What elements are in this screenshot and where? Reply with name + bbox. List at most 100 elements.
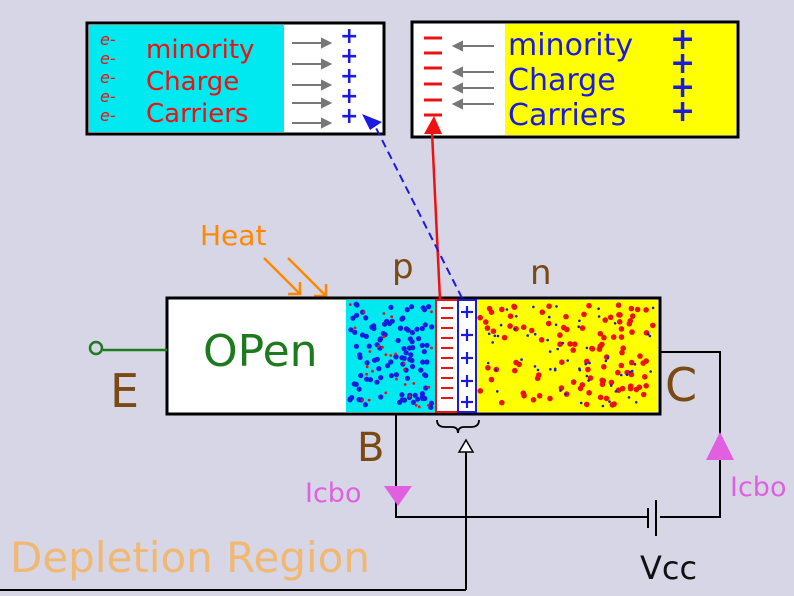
left-box-text: minority Charge Carriers (146, 34, 254, 130)
plus-sign: + (670, 46, 696, 81)
hole-dot (356, 397, 362, 403)
hole-dot (354, 302, 360, 308)
n-region-label: n (530, 253, 552, 293)
electron-dot (634, 306, 641, 313)
hole-dot (578, 367, 581, 371)
electron-dot (521, 392, 527, 399)
electron-dot (629, 329, 635, 335)
electron-dot (507, 313, 514, 320)
hole-dot (555, 305, 558, 308)
electron-dot (427, 385, 431, 389)
hole-dot (533, 332, 537, 336)
electron-dot (367, 398, 371, 402)
left-electron-list: e- e- e- e- e- (100, 30, 116, 125)
hole-dot (421, 349, 427, 355)
electron-dot (511, 303, 517, 310)
heat-arrows (263, 257, 328, 298)
open-label: OPen (203, 326, 318, 377)
electron-dot (609, 402, 616, 408)
hole-dot (423, 385, 429, 391)
hole-dot (358, 372, 364, 379)
electron-dot (427, 404, 430, 407)
hole-dot (378, 375, 384, 381)
hole-dot (424, 342, 430, 348)
emitter-label: E (110, 364, 140, 418)
electron-dot (484, 325, 491, 331)
electron-dot (615, 302, 622, 309)
hole-dot (548, 350, 552, 353)
hole-dot (414, 396, 421, 402)
hole-dot (398, 325, 404, 331)
electron-dot (599, 341, 605, 348)
electron-dot (348, 303, 352, 306)
electron-dot (539, 309, 546, 316)
depletion-layer (435, 299, 477, 413)
electron-dot (599, 381, 606, 388)
electron-dot (477, 314, 484, 321)
hole-dot (553, 367, 557, 371)
hole-dot (409, 339, 415, 345)
electron-dot (633, 386, 640, 393)
icbo-left-arrow (384, 486, 412, 506)
electron-dot (557, 341, 563, 348)
electron-dot (627, 318, 634, 324)
hole-dot (349, 395, 355, 401)
hole-dot (630, 369, 634, 373)
electron-dot (585, 366, 591, 373)
hole-dot (420, 359, 426, 365)
hole-dot (609, 384, 613, 387)
hole-dot (397, 399, 403, 405)
right-box-arrows (451, 40, 494, 110)
hole-dot (404, 375, 411, 381)
hole-dot (513, 327, 516, 331)
hole-dot (419, 325, 425, 332)
electron-dot (601, 334, 607, 341)
icbo-left-label: Icbo (305, 478, 362, 509)
hole-dot (579, 401, 583, 405)
icbo-right-label: Icbo (730, 472, 787, 503)
hole-dot (601, 404, 605, 408)
electron-dot (589, 345, 595, 352)
electron-dot (579, 325, 586, 331)
electron-dot (615, 369, 621, 376)
electron-dot (501, 334, 508, 341)
hole-dot (357, 352, 363, 358)
left-box-plus-signs: +++++ (340, 24, 359, 129)
electron-dot (365, 372, 368, 376)
electron-dot (640, 360, 646, 366)
hole-dot (356, 386, 362, 392)
vcc-label: Vcc (640, 549, 698, 587)
hole-dot (403, 350, 409, 356)
electron-dot (618, 326, 625, 332)
electron-dot (586, 390, 592, 396)
electron-dot (570, 347, 576, 353)
electron-dot (536, 393, 543, 399)
hole-dot (409, 330, 415, 336)
plus-sign: + (670, 22, 696, 57)
electron-dot (395, 377, 398, 381)
hole-dot (496, 390, 499, 393)
hole-dot (419, 391, 425, 397)
hole-dot (371, 357, 378, 363)
electron-dot (637, 353, 643, 359)
electron-dot (597, 330, 604, 337)
right-box-line-3: Carriers (508, 98, 627, 133)
hole-dot (651, 306, 655, 310)
electron-dot (520, 324, 527, 331)
electron-dot (619, 349, 625, 356)
hole-dot (388, 373, 394, 379)
electron-dot (430, 346, 433, 350)
electron-dot (368, 350, 372, 353)
electron-dot (534, 375, 541, 382)
electron-label: e- (100, 68, 116, 87)
hole-dot (577, 325, 580, 329)
hole-dot (426, 304, 432, 310)
hole-dot (628, 370, 632, 374)
hole-dot (418, 367, 424, 373)
hole-dot (406, 345, 413, 351)
hole-dot (384, 318, 390, 324)
electron-dot (390, 315, 394, 319)
electron-dot (394, 352, 397, 356)
hole-dot (401, 355, 407, 361)
electron-dot (389, 354, 393, 357)
